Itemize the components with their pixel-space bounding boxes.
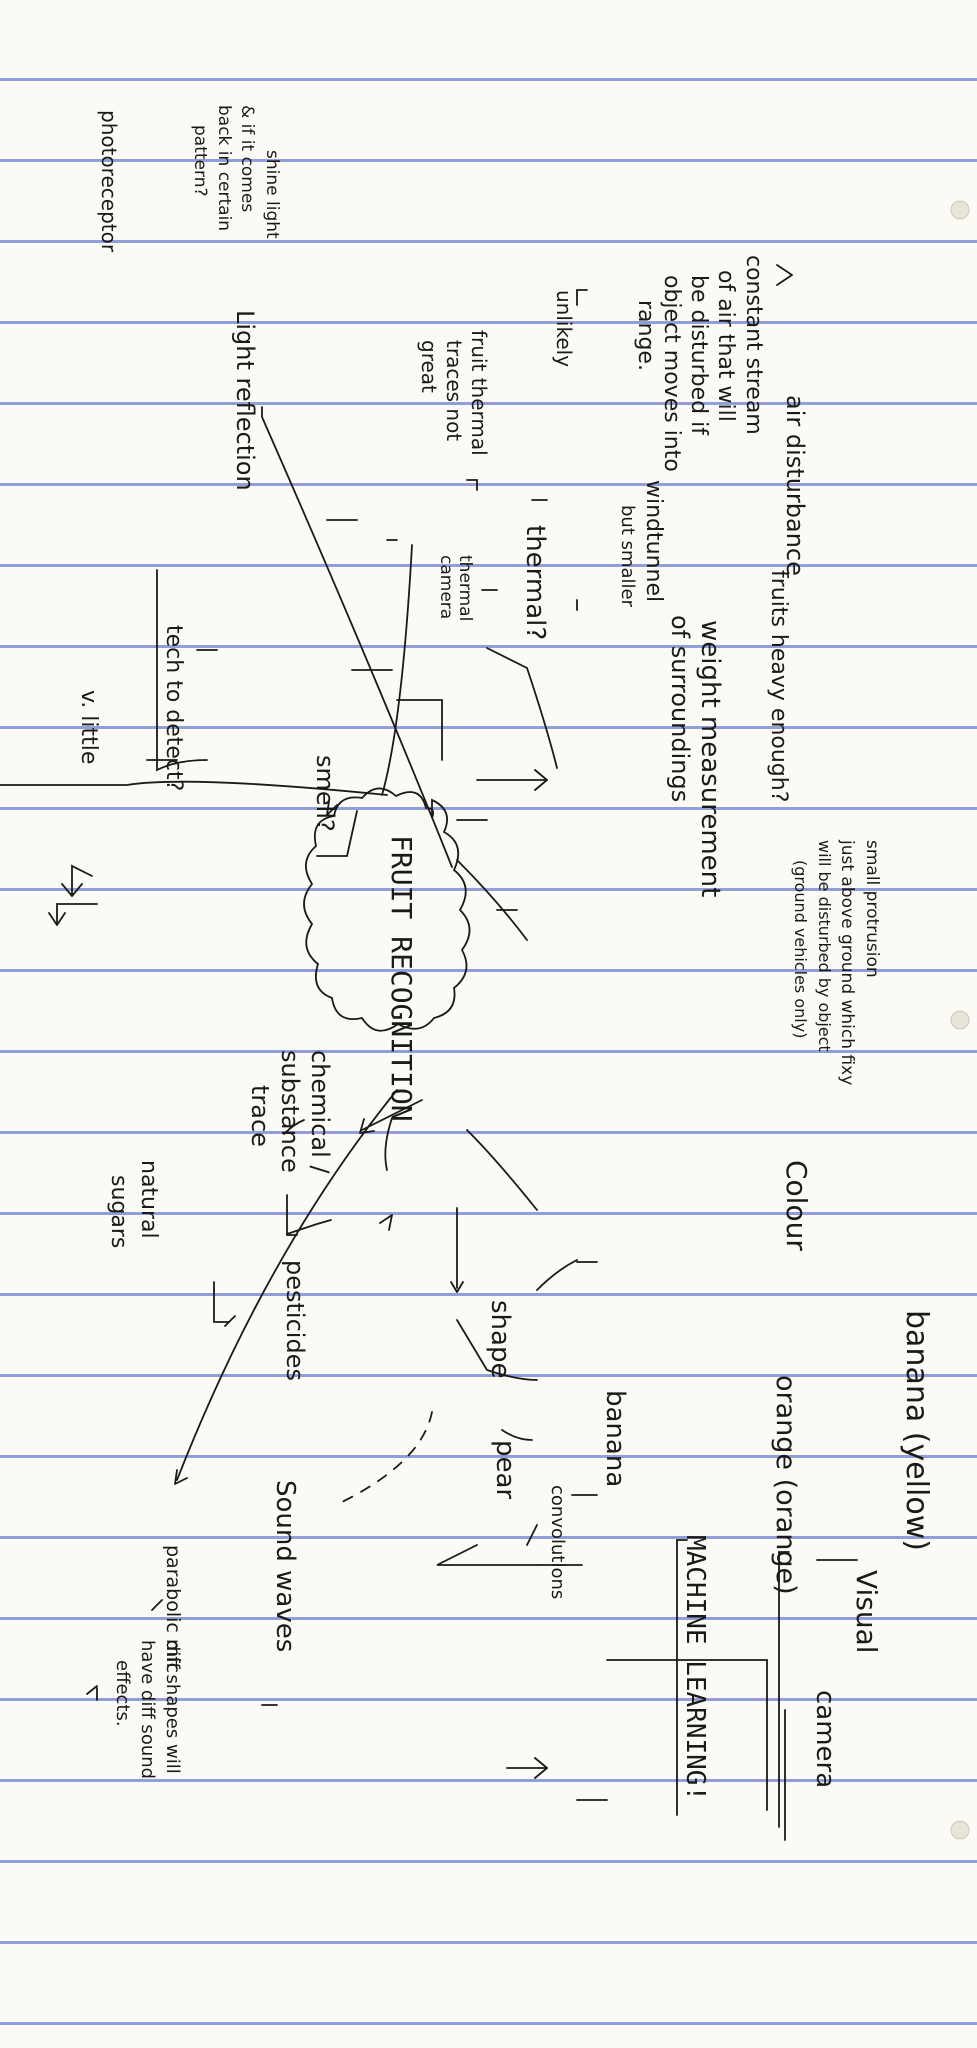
shine-light-line-2: & if it comes [237,105,257,212]
object-moves-label: object moves into [659,275,684,472]
weight-measurement-label: weight measurement [695,620,725,897]
fruit-thermal-line-3: great [417,340,441,393]
fruit-thermal-line-1: fruit thermal [467,330,491,456]
chemical-label: chemical / [306,1050,334,1174]
air-disturbance-label: air disturbance [781,395,809,576]
thermal-camera-line-1: thermal [455,555,475,621]
visual-label: Visual [850,1570,883,1654]
of-surroundings-label: of surroundings [666,615,694,802]
will-be-disturbed-label: will be disturbed by object [815,840,834,1052]
central-label: FRUIT RECOGNITION [385,835,418,1122]
convolutions-label: convolutions [547,1485,568,1599]
constant-stream-label: constant stream [741,255,766,435]
banana-yellow-label: banana (yellow) [899,1310,934,1551]
of-air-label: of air that will [713,270,738,422]
tech-to-detect-label: tech to detect? [161,625,186,791]
shine-light-line-1: shine light [262,150,282,239]
light-reflection-label: Light reflection [231,310,259,491]
smell-label: smell? [311,755,339,832]
small-protrusion-label: small protrusion [862,840,882,978]
trace-label: trace [246,1085,274,1147]
thermal-label: thermal? [520,525,550,640]
be-disturbed-label: be disturbed if [686,275,711,436]
ground-vehicles-label: (ground vehicles only) [791,860,810,1038]
v-little-label: v. little [76,690,101,764]
photoreceptor-label: photoreceptor [97,110,121,253]
just-above-ground-label: just above ground which fixy [837,839,857,1085]
central-cloud [303,787,471,1032]
parabolic-mic-label: parabolic mic [162,1545,184,1673]
range-label: range. [633,300,658,371]
but-smaller-label: but smaller [617,505,638,608]
thermal-camera-line-2: camera [436,555,456,619]
shine-light-line-3: back in certain [214,105,234,231]
natural-label: natural [136,1160,161,1239]
windtunnel-label: windtunnel [641,480,666,602]
diff-shapes-line-3: effects. [112,1660,133,1727]
shine-light-line-4: pattern? [190,125,210,197]
pesticides-label: pesticides [281,1260,309,1381]
binder-holes [950,200,970,1840]
substance-label: substance [276,1050,304,1173]
orange-orange-label: orange (orange) [770,1375,801,1595]
diff-shapes-line-1: diff shapes will [162,1640,183,1774]
banana-shape-label: banana [600,1390,630,1487]
machine-learning-label: MACHINE LEARNING! [680,1535,710,1801]
shape-label: shape [485,1300,515,1378]
unlikely-label: unlikely [552,290,576,367]
fruits-heavy-label: fruits heavy enough? [766,570,791,802]
diff-shapes-line-2: have diff sound [137,1640,158,1779]
camera-label: camera [810,1690,840,1788]
colour-label: Colour [780,1160,813,1251]
fruit-thermal-line-2: traces not [442,340,466,441]
sound-waves-label: Sound waves [270,1480,300,1652]
sugars-label: sugars [106,1175,131,1248]
pear-label: pear [490,1440,520,1499]
